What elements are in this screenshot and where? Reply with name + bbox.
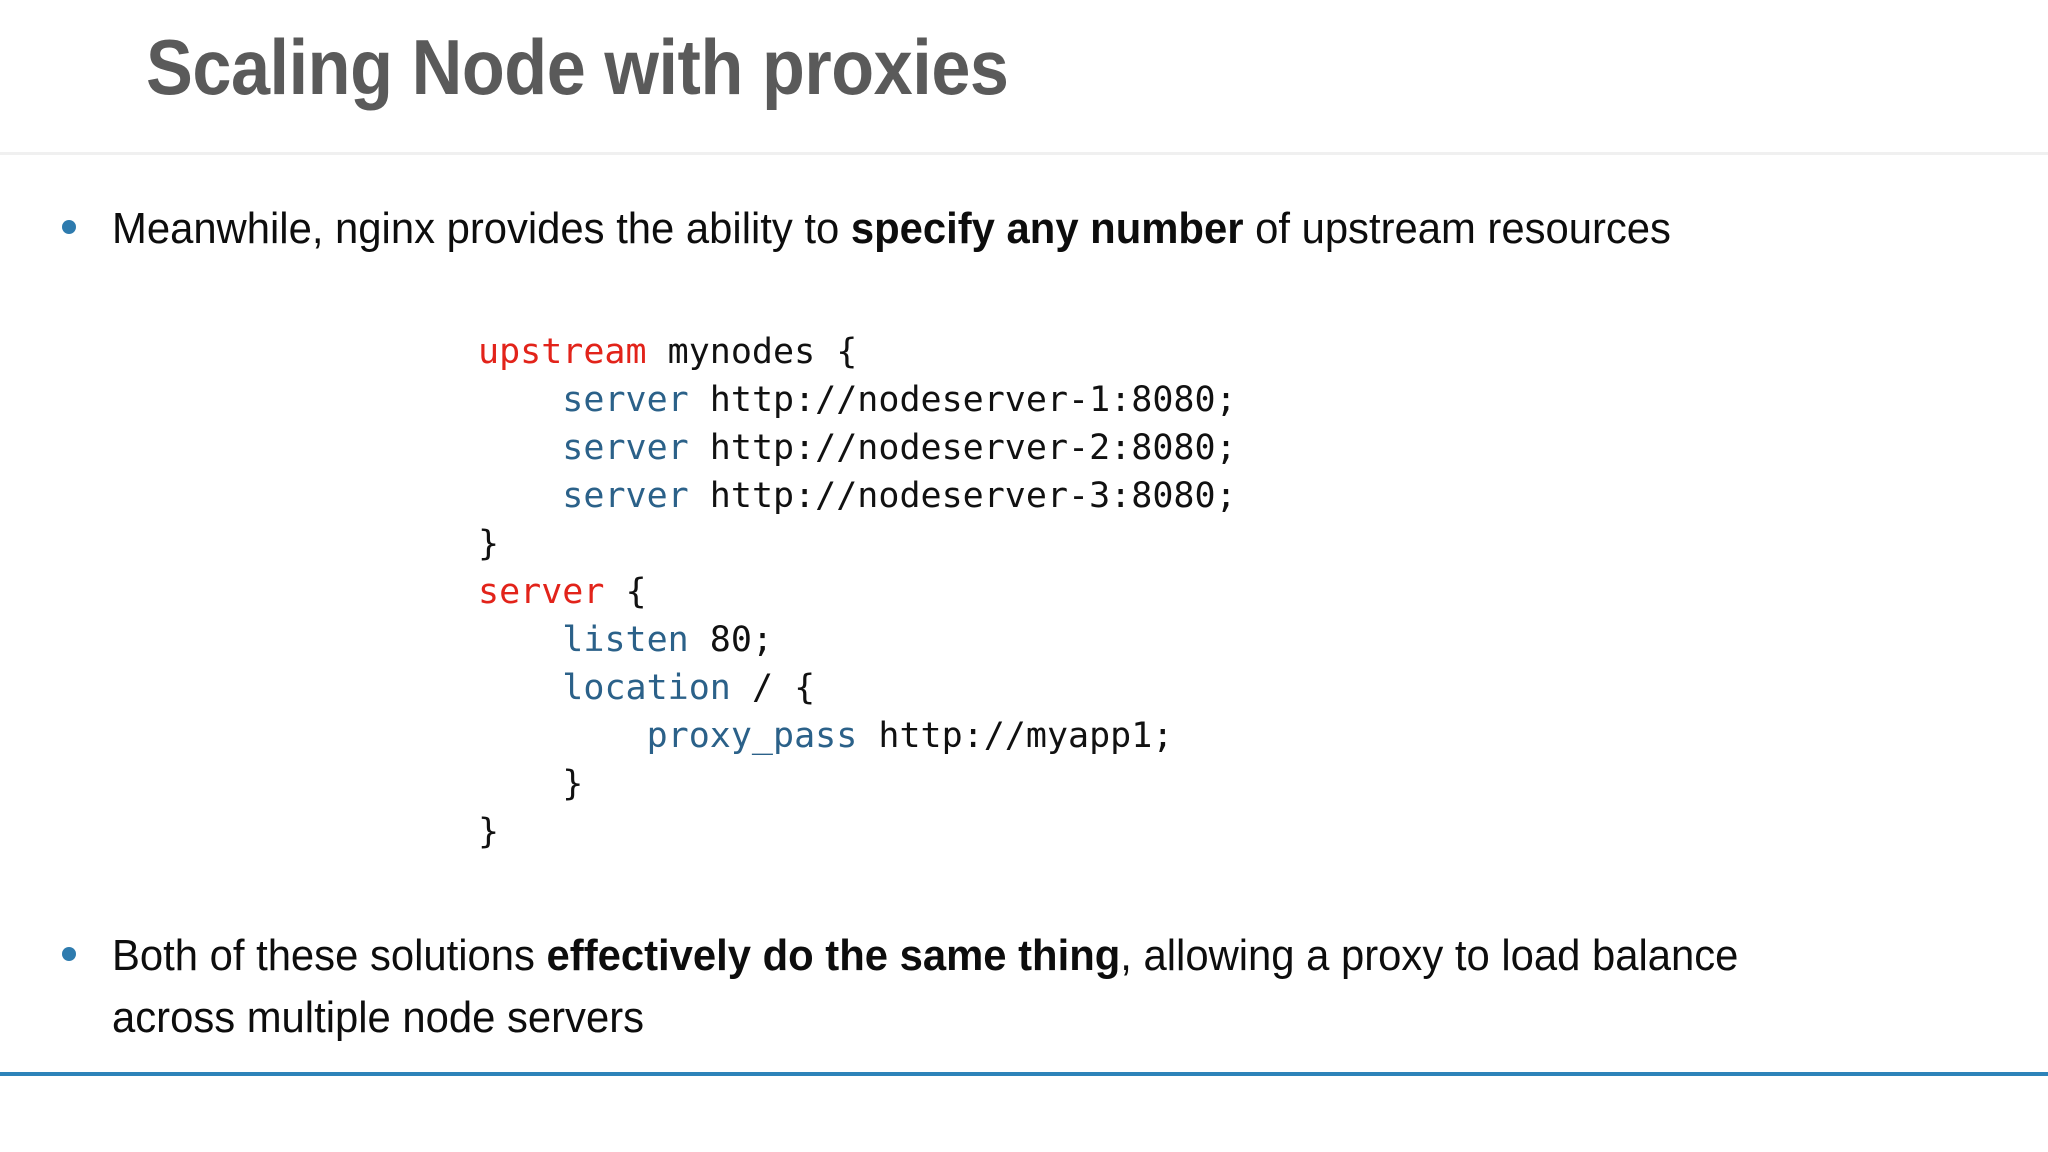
- code-text: / {: [730, 668, 816, 708]
- code-keyword: server: [562, 428, 689, 468]
- code-line: location / {: [478, 664, 1237, 712]
- title-divider: [0, 152, 2048, 155]
- code-line: }: [478, 808, 1237, 856]
- code-text: http://nodeserver-2:8080;: [688, 428, 1237, 468]
- bullet-1-text: Meanwhile, nginx provides the ability to…: [112, 198, 1671, 260]
- page-title: Scaling Node with proxies: [146, 23, 1009, 111]
- code-indent: [478, 764, 562, 804]
- code-keyword: proxy_pass: [646, 716, 858, 756]
- code-keyword: location: [562, 668, 731, 708]
- code-keyword: upstream: [478, 332, 647, 372]
- code-line: server http://nodeserver-2:8080;: [478, 424, 1237, 472]
- bullet-2-before: Both of these solutions: [112, 931, 547, 980]
- bullet-2-after: , allowing a proxy to load balance acros…: [112, 931, 1739, 1042]
- code-text: {: [604, 572, 647, 612]
- bullet-1-before: Meanwhile, nginx provides the ability to: [112, 204, 851, 253]
- code-line: }: [478, 520, 1237, 568]
- code-keyword: listen: [562, 620, 689, 660]
- code-line: upstream mynodes {: [478, 328, 1237, 376]
- footer: RogueWave SOFTWARE © 2019 Rogue Wave Sof…: [0, 1076, 2048, 1152]
- code-indent: [478, 716, 647, 756]
- code-text: }: [562, 764, 584, 804]
- code-block: upstream mynodes { server http://nodeser…: [478, 328, 1237, 856]
- bullet-1-bold: specify any number: [850, 204, 1244, 253]
- bullet-2-bold: effectively do the same thing: [546, 931, 1121, 980]
- code-line: server {: [478, 568, 1237, 616]
- code-indent: [478, 668, 562, 708]
- code-line: server http://nodeserver-1:8080;: [478, 376, 1237, 424]
- code-keyword: server: [562, 380, 689, 420]
- bullet-dot-icon: [62, 220, 76, 234]
- code-line: server http://nodeserver-3:8080;: [478, 472, 1237, 520]
- bullet-dot-icon: [62, 947, 76, 961]
- code-indent: [478, 476, 562, 516]
- code-line: listen 80;: [478, 616, 1237, 664]
- bullet-item-2: Both of these solutions effectively do t…: [62, 925, 1962, 1049]
- code-text: }: [478, 524, 500, 564]
- code-text: mynodes {: [646, 332, 858, 372]
- code-line: }: [478, 760, 1237, 808]
- code-text: http://myapp1;: [857, 716, 1174, 756]
- code-line: proxy_pass http://myapp1;: [478, 712, 1237, 760]
- code-text: http://nodeserver-3:8080;: [688, 476, 1237, 516]
- code-text: 80;: [688, 620, 774, 660]
- code-text: }: [478, 812, 500, 852]
- bullet-item-1: Meanwhile, nginx provides the ability to…: [62, 198, 2042, 260]
- code-indent: [478, 380, 562, 420]
- code-keyword: server: [562, 476, 689, 516]
- code-indent: [478, 620, 562, 660]
- code-keyword: server: [478, 572, 605, 612]
- code-indent: [478, 428, 562, 468]
- footer-divider: [0, 1072, 2048, 1076]
- code-text: http://nodeserver-1:8080;: [688, 380, 1237, 420]
- bullet-1-after: of upstream resources: [1243, 204, 1671, 253]
- bullet-2-text: Both of these solutions effectively do t…: [112, 925, 1870, 1049]
